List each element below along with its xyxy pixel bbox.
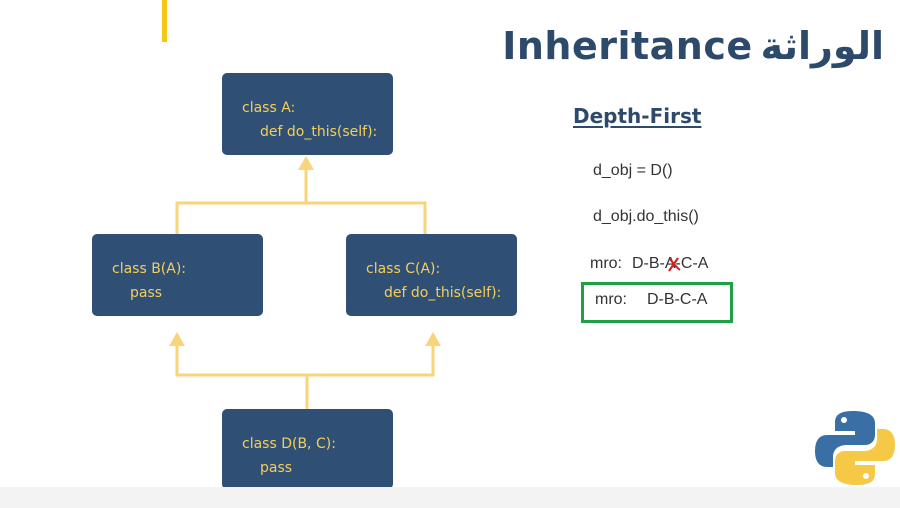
arrow-b-to-a: [175, 201, 427, 234]
mro-final-label: mro:: [595, 291, 627, 308]
strike-icon: [668, 257, 681, 272]
mro-final-sequence: D-B-C-A: [647, 291, 708, 308]
section-heading: Depth-First: [573, 104, 702, 128]
class-d-body: pass: [260, 460, 293, 476]
class-a-box: class A: def do_this(self):: [222, 73, 393, 155]
mro-sequence-crossed: D-B-A-C-A: [632, 255, 708, 272]
mro-label: mro:: [590, 255, 622, 272]
mro-line-final: mro: D-B-C-A: [595, 291, 707, 309]
instance-line: d_obj = D(): [593, 162, 673, 179]
class-c-decl: class C(A):: [366, 261, 441, 277]
class-b-body: pass: [130, 285, 163, 301]
class-d-box: class D(B, C): pass: [222, 409, 393, 489]
mro-highlight-box: [581, 282, 733, 323]
class-b-decl: class B(A):: [112, 261, 187, 277]
arrowhead-c: [425, 332, 441, 346]
mro-line-crossed: mro: D-B-A-C-A: [590, 255, 708, 273]
class-c-method: def do_this(self):: [384, 285, 502, 301]
python-logo-icon: [815, 411, 895, 485]
arrowhead-a: [298, 156, 314, 170]
class-d-decl: class D(B, C):: [242, 436, 336, 452]
class-c-box: class C(A): def do_this(self):: [346, 234, 517, 316]
method-call-line: d_obj.do_this(): [593, 208, 699, 225]
arrowhead-b: [169, 332, 185, 346]
class-a-method: def do_this(self):: [260, 124, 378, 140]
title-arabic: الوراثة: [760, 24, 884, 68]
title-english: Inheritance: [502, 24, 753, 68]
arrow-d-to-bc: [175, 342, 435, 377]
class-a-decl: class A:: [242, 100, 296, 116]
bottom-strip: [0, 487, 900, 508]
class-b-box: class B(A): pass: [92, 234, 263, 316]
top-accent-bar: [162, 0, 167, 42]
